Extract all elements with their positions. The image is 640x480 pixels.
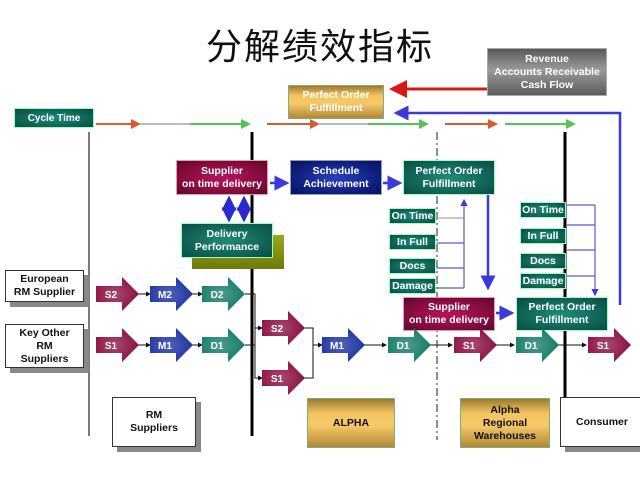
alpha-regional-warehouses-entity: Alpha Regional Warehouses [460, 398, 550, 448]
chevron-label: M1 [158, 341, 172, 352]
chevron-label: S1 [271, 374, 284, 385]
chevron-s1-key-other: S1 [96, 328, 139, 362]
chevron-s2-alpha: S2 [262, 311, 305, 345]
check-in-full-right: In Full [520, 228, 566, 244]
check-damage-right: Damage [520, 273, 566, 289]
check-on-time-right: On Time [520, 202, 566, 218]
chevron-d1-alpha: D1 [388, 328, 431, 362]
chevron-label: S2 [105, 290, 118, 301]
page-title: 分解绩效指标 [205, 27, 434, 68]
supplier-on-time-delivery: Supplier on time delivery [176, 160, 268, 195]
check-docs-right: Docs [520, 253, 566, 269]
chevron-label: D1 [397, 341, 410, 352]
chevron-s1-warehouse: S1 [454, 328, 497, 362]
chevron-label: S1 [105, 341, 118, 352]
cycle-time-label: Cycle Time [14, 108, 94, 128]
chevron-m1-key-other: M1 [150, 328, 193, 362]
consumer-entity: Consumer [560, 397, 640, 447]
perfect-order-fulfillment-mid: Perfect Order Fulfillment [403, 160, 495, 195]
chevron-s1-consumer: S1 [588, 328, 631, 362]
chevron-label: M1 [330, 341, 344, 352]
chevron-label: D1 [211, 341, 224, 352]
chevron-d2-european: D2 [202, 277, 245, 311]
perfect-order-fulfillment-top: Perfect Order Fulfillment [288, 85, 384, 119]
chevron-m2-european: M2 [150, 277, 193, 311]
european-rm-supplier: European RM Supplier [5, 270, 84, 302]
chevron-label: M2 [158, 290, 172, 301]
supplier-on-time-delivery-low: Supplier on time delivery [403, 297, 495, 331]
chevron-label: D1 [525, 341, 538, 352]
chevron-s1-alpha: S1 [262, 361, 305, 395]
chevron-d1-key-other: D1 [202, 328, 245, 362]
chevron-s2-european: S2 [96, 277, 139, 311]
chevron-label: S1 [463, 341, 476, 352]
revenue-box: Revenue Accounts Receivable Cash Flow [487, 48, 607, 96]
check-damage-left: Damage [389, 278, 436, 294]
check-docs-left: Docs [389, 258, 436, 274]
chevron-m1-alpha: M1 [322, 328, 365, 362]
chevron-d1-warehouse: D1 [516, 328, 559, 362]
rm-suppliers-entity: RM Suppliers [112, 397, 196, 447]
chevron-label: S2 [271, 324, 284, 335]
check-on-time-left: On Time [389, 208, 436, 224]
schedule-achievement: Schedule Achievement [290, 160, 382, 195]
alpha-entity: ALPHA [307, 398, 395, 448]
perfect-order-fulfillment-low: Perfect Order Fulfillment [516, 297, 608, 331]
chevron-label: D2 [211, 290, 224, 301]
check-in-full-left: In Full [389, 234, 436, 250]
delivery-performance: Delivery Performance [181, 223, 273, 258]
chevron-label: S1 [597, 341, 610, 352]
key-other-rm-suppliers: Key Other RM Suppliers [5, 324, 84, 368]
